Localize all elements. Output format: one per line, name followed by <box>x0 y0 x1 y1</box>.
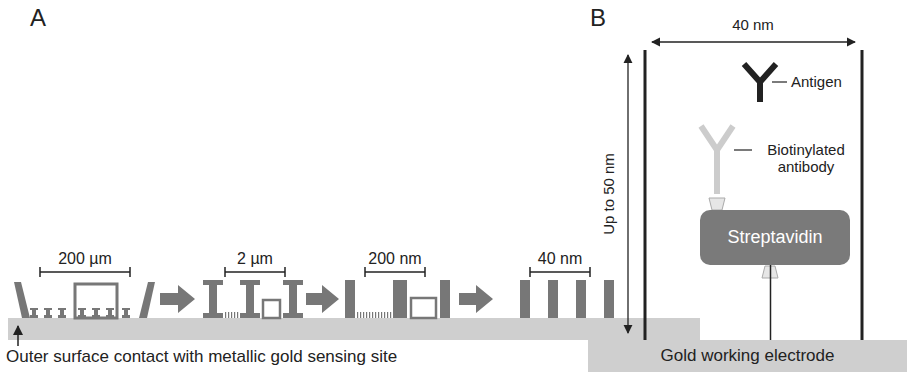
scale-bar <box>589 267 591 277</box>
i-pillar <box>283 280 303 318</box>
scale-bar <box>284 267 286 277</box>
dimension-arrow <box>628 42 855 333</box>
nano-pillar <box>440 280 450 318</box>
pore-wall <box>644 50 647 340</box>
nano-pillar <box>604 280 614 318</box>
scale-bar <box>40 271 130 273</box>
biotin-tag <box>709 198 725 210</box>
leader-line <box>734 149 752 150</box>
micro-pillar <box>30 308 130 318</box>
pore-wall <box>645 50 862 340</box>
pointer-arrow <box>17 326 19 346</box>
scale-label: 40 nm <box>538 250 582 268</box>
nano-pillar <box>345 280 450 318</box>
nano-pillar <box>393 280 407 318</box>
scale-bar <box>365 271 425 273</box>
i-pillar <box>263 300 280 318</box>
micro-pillar <box>58 308 66 318</box>
dimension-label: Up to 50 nm <box>600 150 617 238</box>
part-label: Biotinylated antibody <box>756 141 856 176</box>
scale-bar <box>529 267 531 277</box>
micro-pillar <box>106 308 114 318</box>
micro-pillar <box>44 308 52 318</box>
nano-pillar <box>576 280 586 318</box>
micro-well <box>14 282 30 318</box>
node-text: Streptavidin <box>727 227 822 248</box>
protein-box: Streptavidin <box>700 210 850 265</box>
zoom-arrow <box>459 285 493 313</box>
nano-pillar <box>411 298 436 318</box>
antibody-symbol <box>701 126 733 194</box>
antibody-symbol <box>701 126 733 194</box>
antigen-symbol <box>744 64 776 102</box>
substrate <box>8 318 700 340</box>
nano-pillar <box>357 312 392 318</box>
nano-pillar <box>345 280 355 318</box>
zoom-arrow <box>160 285 195 313</box>
nano-pillar <box>520 280 530 318</box>
zoom-arrow <box>306 285 339 313</box>
scale-bar <box>40 267 590 277</box>
scale-label: 200 µm <box>58 250 112 268</box>
electrode-band: Gold working electrode <box>588 340 907 372</box>
scale-bar <box>530 271 590 273</box>
nano-pillar <box>520 280 614 318</box>
i-pillar <box>203 280 223 318</box>
panel-label: B <box>590 4 606 32</box>
pointer-arrow <box>18 326 19 346</box>
i-pillar <box>224 312 239 318</box>
linker-line <box>770 265 772 340</box>
leader-line <box>772 81 787 82</box>
micro-pillar <box>122 308 130 318</box>
scale-bar <box>424 267 426 277</box>
micro-pillar <box>92 308 100 318</box>
dimension-label: 40 nm <box>732 16 774 33</box>
i-pillar <box>240 280 260 318</box>
scale-label: 200 nm <box>368 250 421 268</box>
micro-pillar <box>30 308 38 318</box>
micro-pillar <box>78 308 86 318</box>
nano-pillar <box>548 280 558 318</box>
scale-bar <box>129 267 131 277</box>
node-text: Gold working electrode <box>661 346 835 366</box>
i-pillar <box>203 280 303 318</box>
micro-well <box>14 282 155 318</box>
scale-label: 2 µm <box>237 250 273 268</box>
dimension-arrow <box>652 41 855 42</box>
panel-label: A <box>30 4 46 32</box>
scale-bar <box>225 271 285 273</box>
part-label: Antigen <box>791 73 842 90</box>
micro-well <box>139 282 155 318</box>
scale-bar <box>39 267 41 277</box>
scale-bar <box>224 267 226 277</box>
pore-wall <box>861 50 864 340</box>
scale-bar <box>364 267 366 277</box>
caption-note: Outer surface contact with metallic gold… <box>6 347 397 367</box>
dimension-arrow <box>627 55 628 333</box>
antigen-symbol <box>744 64 776 102</box>
micro-well <box>75 284 117 318</box>
leader-line <box>734 82 787 150</box>
